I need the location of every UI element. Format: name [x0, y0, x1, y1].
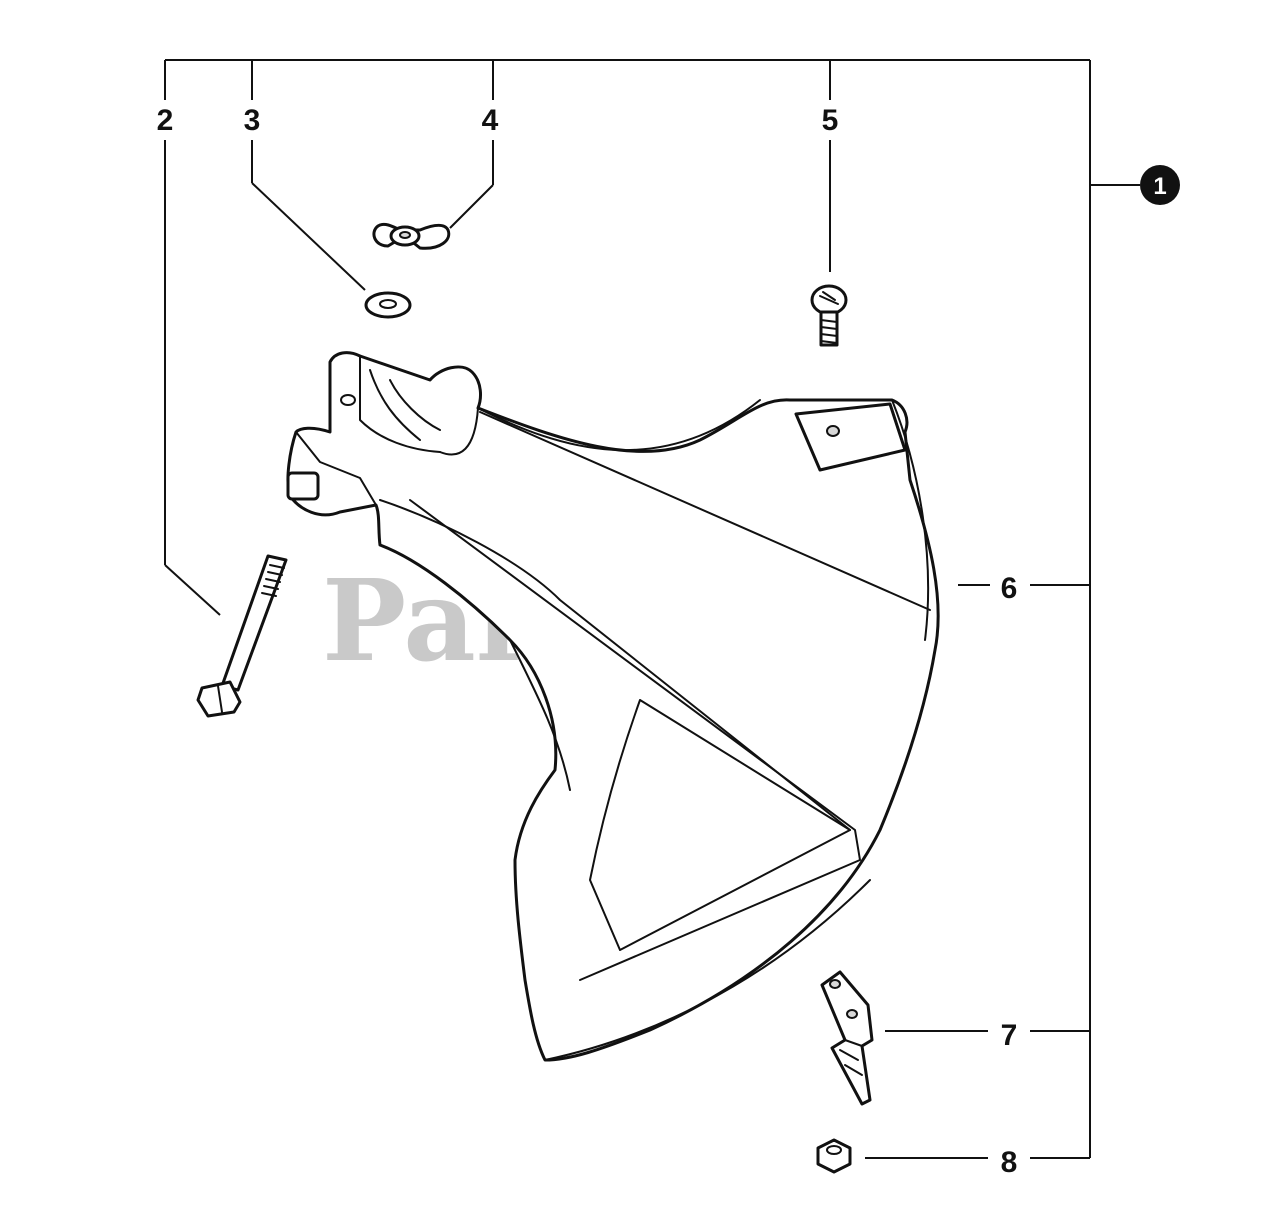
callout-8: 8 — [1001, 1146, 1018, 1179]
bolt-part — [196, 554, 288, 718]
callout-7: 7 — [1001, 1019, 1018, 1052]
wing-nut-part — [372, 222, 451, 250]
callout-4: 4 — [482, 104, 499, 137]
bracket-part — [820, 970, 874, 1106]
washer-part — [364, 291, 412, 319]
guard-shield-part — [286, 351, 940, 1062]
callout-1: 1 — [1153, 173, 1166, 200]
callout-6: 6 — [1001, 572, 1018, 605]
callout-3: 3 — [244, 104, 261, 137]
leader-lines — [164, 59, 1140, 1159]
screw-part — [810, 284, 848, 347]
hex-nut-part — [816, 1138, 852, 1174]
callout-1-badge: 1 — [1140, 165, 1180, 205]
callout-2: 2 — [157, 104, 174, 137]
callout-5: 5 — [822, 104, 839, 137]
